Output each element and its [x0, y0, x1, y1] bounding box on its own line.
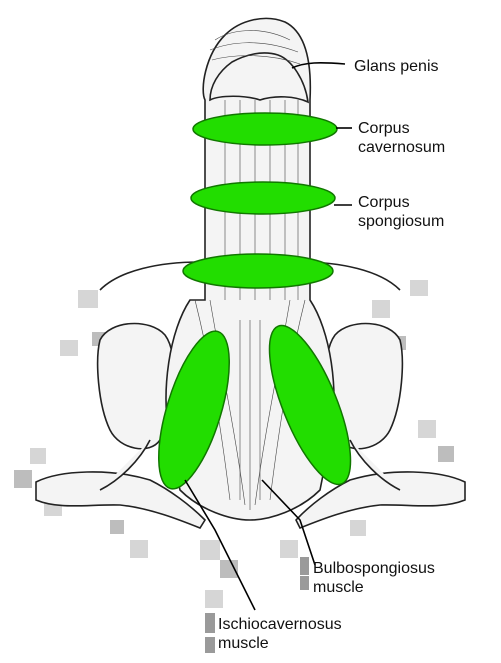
label-corpus-spongiosum-line2: spongiosum	[358, 213, 444, 230]
label-glans-penis: Glans penis	[354, 58, 439, 75]
label-corpus-cavernosum-line1: Corpus	[358, 120, 410, 137]
highlight-corpus-spongiosum	[191, 182, 335, 214]
label-bulbospongiosus-line2: muscle	[313, 579, 364, 596]
highlight-corpus-cavernosum	[193, 113, 337, 145]
label-corpus-spongiosum-line1: Corpus	[358, 194, 410, 211]
label-ischiocavernosus-line2: muscle	[218, 635, 269, 652]
highlight-shaft-root	[183, 254, 333, 288]
label-bulbospongiosus-line1: Bulbospongiosus	[313, 560, 435, 577]
label-ischiocavernosus-line1: Ischiocavernosus	[218, 616, 342, 633]
label-corpus-cavernosum-line2: cavernosum	[358, 139, 445, 156]
